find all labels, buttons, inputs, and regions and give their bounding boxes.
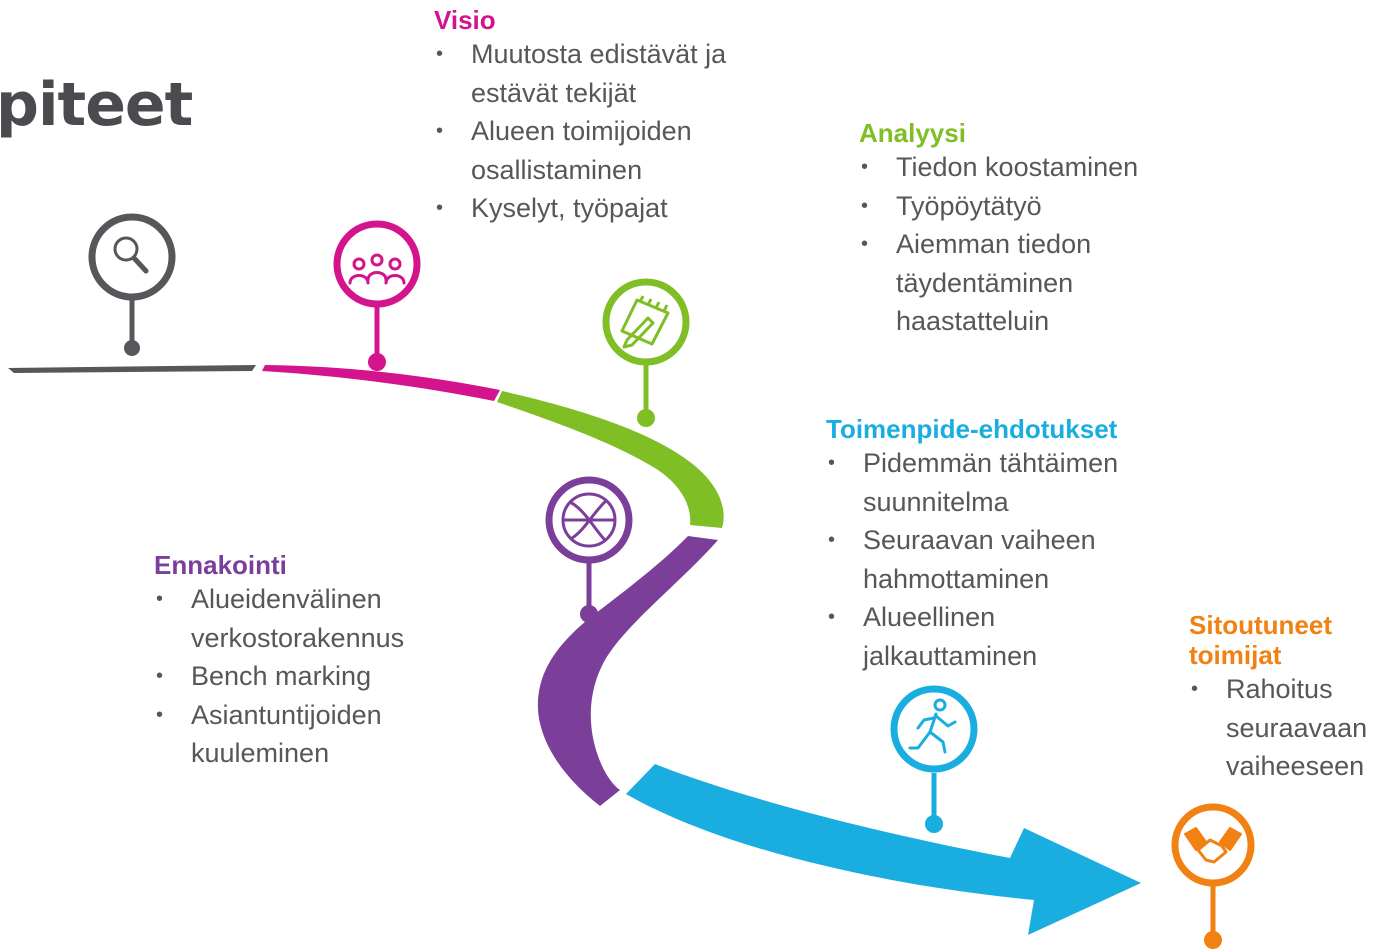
list-item: •Alueen toimijoiden osallistaminen <box>436 116 692 185</box>
visio-block: Visio •Muutosta edistävät ja estävät tek… <box>434 5 814 228</box>
visio-heading: Visio <box>434 5 496 35</box>
list-item: •Asiantuntijoiden kuuleminen <box>156 699 382 769</box>
road-arrow-cyan <box>626 764 1141 935</box>
handshake-icon <box>1184 827 1242 864</box>
ball-icon <box>561 492 617 548</box>
search-icon <box>113 236 149 274</box>
list-item: •Kyselyt, työpajat <box>436 193 668 223</box>
sitoutuneet-heading: Sitoutuneet toimijat <box>1189 610 1332 670</box>
sitoutuneet-list: •Rahoitus seuraavaan vaiheeseen <box>1189 670 1399 786</box>
ennakointi-heading: Ennakointi <box>154 550 287 580</box>
list-item: •Alueidenvälinen verkostorakennus <box>156 584 405 653</box>
road-segment-magenta <box>262 365 500 401</box>
list-item: •Muutosta edistävät ja estävät tekijät <box>436 39 727 108</box>
runner-icon <box>908 698 957 754</box>
ball-pin <box>545 476 633 623</box>
list-item: •Aiemman tiedon täydentäminen haastattel… <box>861 229 1092 336</box>
runner-pin <box>890 685 978 833</box>
list-item: •Rahoitus seuraavaan vaiheeseen <box>1191 674 1368 781</box>
analyysi-list: •Tiedon koostaminen •Työpöytätyö •Aiemma… <box>859 148 1219 341</box>
visio-list: •Muutosta edistävät ja estävät tekijät •… <box>434 35 814 228</box>
people-group-icon <box>348 253 406 285</box>
list-item: •Alueellinen jalkauttaminen <box>828 602 1038 671</box>
list-item: •Työpöytätyö <box>861 190 1042 221</box>
notepad-pin <box>602 278 690 427</box>
road-segment-gray <box>8 365 256 373</box>
notepad-pencil-icon <box>620 295 670 349</box>
analyysi-heading: Analyysi <box>859 118 966 148</box>
page-title: piteet <box>0 70 193 140</box>
road-segment-green <box>497 391 724 528</box>
toimenpide-list: •Pidemmän tähtäimen suunnitelma •Seuraav… <box>826 444 1166 675</box>
sitoutuneet-block: Sitoutuneet toimijat •Rahoitus seuraavaa… <box>1189 610 1399 786</box>
analyysi-block: Analyysi •Tiedon koostaminen •Työpöytäty… <box>859 118 1219 341</box>
toimenpide-block: Toimenpide-ehdotukset •Pidemmän tähtäime… <box>826 414 1206 675</box>
ennakointi-list: •Alueidenvälinen verkostorakennus •Bench… <box>154 580 454 773</box>
list-item: •Bench marking <box>156 661 372 691</box>
list-item: •Tiedon koostaminen <box>861 152 1139 182</box>
handshake-pin <box>1171 803 1255 949</box>
list-item: •Seuraavan vaiheen hahmottaminen <box>828 525 1096 594</box>
road-segment-purple <box>537 536 718 806</box>
group-pin <box>333 220 421 371</box>
road <box>8 365 1141 935</box>
search-pin <box>88 213 176 356</box>
toimenpide-heading: Toimenpide-ehdotukset <box>826 414 1118 444</box>
ennakointi-block: Ennakointi •Alueidenvälinen verkostorake… <box>154 550 494 773</box>
list-item: •Pidemmän tähtäimen suunnitelma <box>828 448 1119 517</box>
